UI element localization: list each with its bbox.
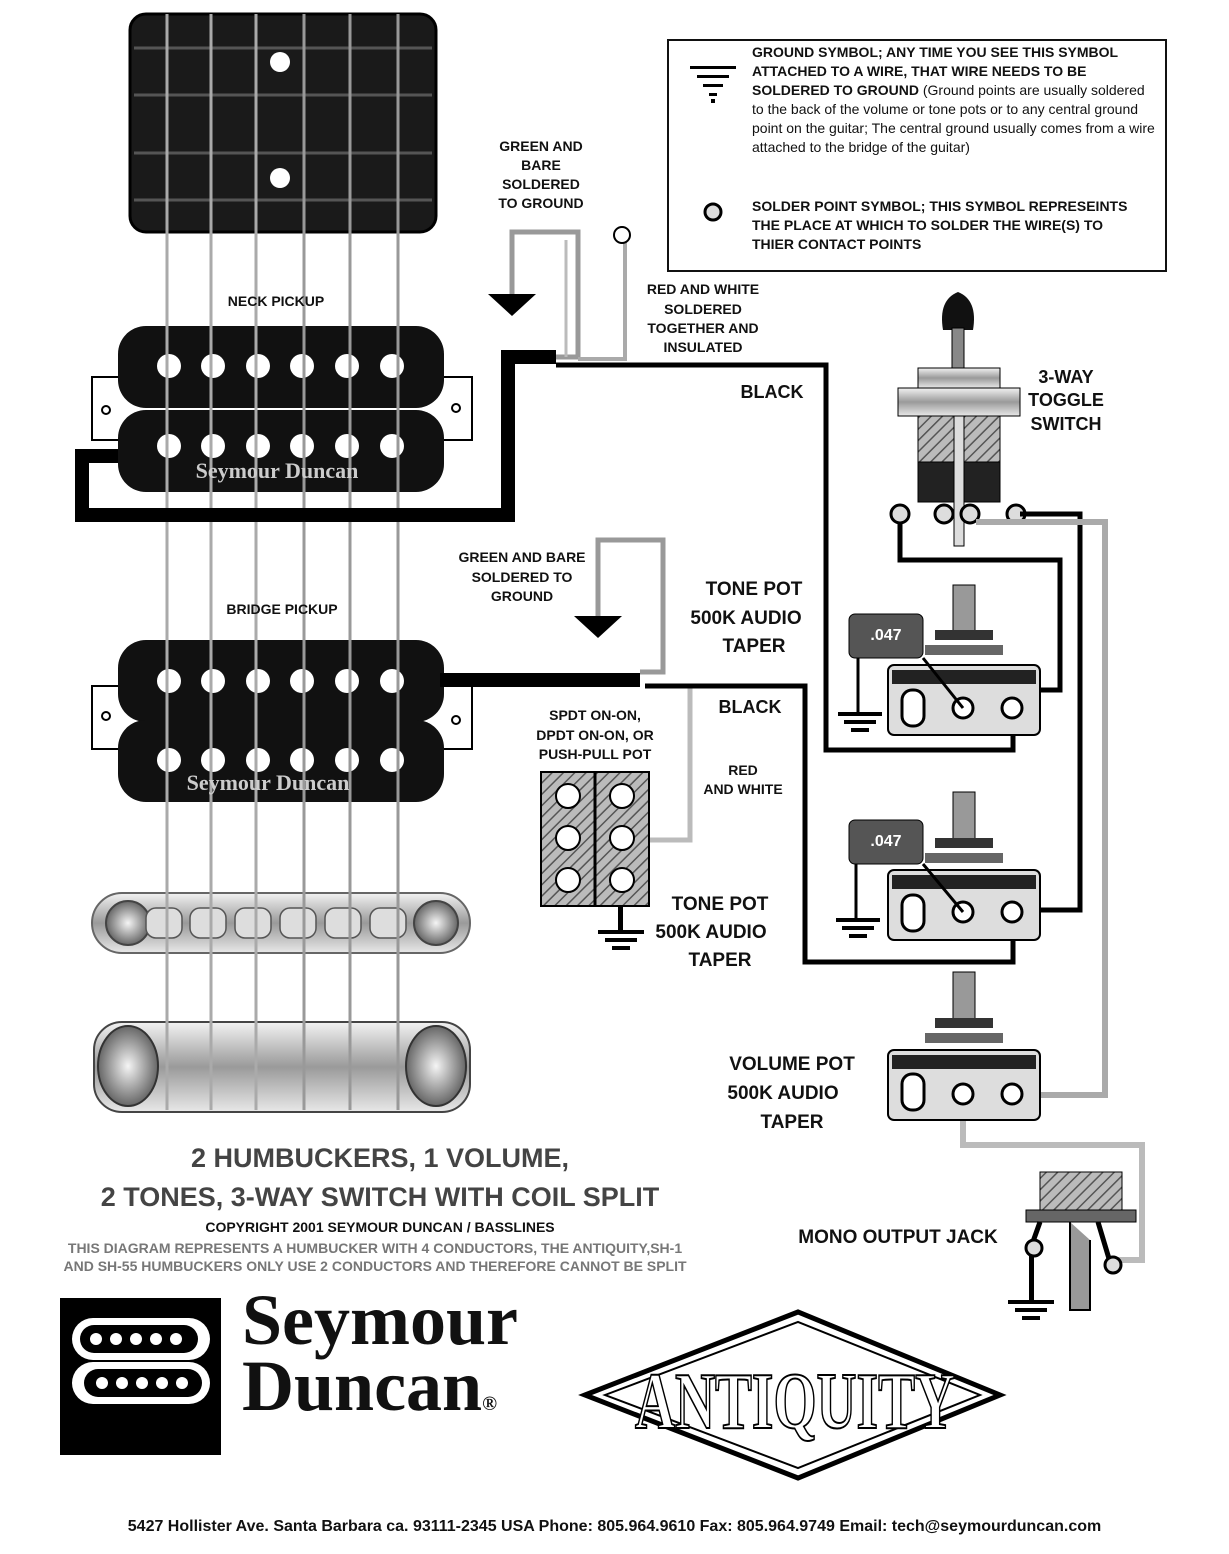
tune-o-matic-bridge	[91, 892, 471, 954]
legend-ground-title: GROUND SYMBOL; ANY TIME YOU SEE THIS SYM…	[752, 44, 1118, 98]
svg-text:TOGETHER AND: TOGETHER AND	[647, 320, 758, 336]
spdt-switch	[540, 771, 650, 907]
svg-text:GROUND: GROUND	[491, 588, 553, 604]
output-jack-label: MONO OUTPUT JACK	[798, 1227, 998, 1248]
capacitor-2-value: .047	[870, 833, 901, 850]
svg-text:GREEN AND: GREEN AND	[499, 138, 583, 154]
svg-text:TONE POT: TONE POT	[706, 579, 803, 600]
stop-tailpiece	[93, 1021, 471, 1113]
three-way-toggle	[889, 292, 1027, 547]
svg-text:AND WHITE: AND WHITE	[703, 781, 782, 797]
neck-humbucker	[91, 326, 473, 492]
svg-text:SOLDERED: SOLDERED	[664, 301, 742, 317]
brand-seymour: Seymour	[242, 1280, 518, 1360]
seymour-duncan-logo	[60, 1298, 221, 1455]
diagram-title-line2: 2 TONES, 3-WAY SWITCH WITH COIL SPLIT	[100, 1182, 660, 1212]
svg-text:SPDT ON-ON,: SPDT ON-ON,	[549, 707, 641, 723]
svg-text:TO GROUND: TO GROUND	[498, 195, 583, 211]
brand-duncan-text: Duncan	[242, 1346, 483, 1426]
neck-pickup-brand: Seymour Duncan	[196, 458, 359, 483]
legend-box	[667, 39, 1167, 272]
svg-text:500K AUDIO: 500K AUDIO	[655, 922, 766, 943]
svg-text:TAPER: TAPER	[761, 1112, 824, 1133]
red-white-label-1: RED AND WHITE SOLDERED TOGETHER AND INSU…	[647, 281, 759, 355]
svg-text:BARE: BARE	[521, 157, 561, 173]
legend-ground-icon	[690, 66, 736, 103]
svg-text:TAPER: TAPER	[723, 636, 786, 657]
tone-pot-1-label: TONE POT 500K AUDIO TAPER	[690, 579, 802, 657]
conductor-note-line1: THIS DIAGRAM REPRESENTS A HUMBUCKER WITH…	[67, 1240, 683, 1256]
antiquity-logo: ANTIQUITY	[578, 1309, 1007, 1481]
registered-mark: ®	[482, 1393, 498, 1415]
svg-text:TOGGLE: TOGGLE	[1028, 390, 1104, 410]
volume-pot	[887, 971, 1041, 1121]
diagram-title-line1: 2 HUMBUCKERS, 1 VOLUME,	[190, 1143, 570, 1173]
ground-symbol-jack	[1008, 1250, 1054, 1320]
tone-pot-2-label: TONE POT 500K AUDIO TAPER	[655, 894, 768, 971]
svg-text:GREEN AND BARE: GREEN AND BARE	[458, 549, 585, 565]
green-bare-label-1: GREEN AND BARE SOLDERED TO GROUND	[498, 138, 583, 211]
bridge-pickup-label: BRIDGE PICKUP	[226, 601, 337, 617]
black-wire-label-1: BLACK	[741, 382, 804, 402]
legend-ground-detail: (Ground points are usually soldered to t…	[752, 82, 1155, 155]
bridge-pickup-brand: Seymour Duncan	[187, 770, 350, 795]
svg-text:SOLDERED TO: SOLDERED TO	[472, 569, 573, 585]
toggle-label: 3-WAY TOGGLE SWITCH	[1028, 367, 1104, 434]
green-bare-label-2: GREEN AND BARE SOLDERED TO GROUND	[458, 549, 585, 604]
legend-solder-point-icon	[703, 202, 723, 222]
ground-symbol-tone2	[836, 918, 880, 938]
neck-pickup-label: NECK PICKUP	[228, 293, 324, 309]
tone-pot-2	[848, 791, 1041, 941]
svg-text:DPDT ON-ON, OR: DPDT ON-ON, OR	[536, 727, 653, 743]
svg-text:RED: RED	[728, 762, 758, 778]
capacitor-1-value: .047	[870, 627, 901, 644]
svg-text:TONE POT: TONE POT	[672, 894, 769, 915]
ground-symbols	[488, 294, 1054, 1320]
red-white-label-2: RED AND WHITE	[703, 762, 782, 797]
svg-text:SWITCH: SWITCH	[1031, 414, 1102, 434]
footer-contact: 5427 Hollister Ave. Santa Barbara ca. 93…	[127, 1518, 1102, 1535]
svg-text:VOLUME POT: VOLUME POT	[729, 1054, 855, 1075]
output-jack	[1024, 1171, 1137, 1311]
black-wire-label-2: BLACK	[719, 697, 782, 717]
svg-text:INSULATED: INSULATED	[663, 339, 742, 355]
bridge-pickup-cable	[440, 537, 1016, 965]
svg-text:RED AND WHITE: RED AND WHITE	[647, 281, 759, 297]
brand-duncan: Duncan®	[242, 1350, 497, 1440]
volume-pot-label: VOLUME POT 500K AUDIO TAPER	[727, 1054, 855, 1133]
svg-text:3-WAY: 3-WAY	[1038, 367, 1093, 387]
conductor-note-line2: AND SH-55 HUMBUCKERS ONLY USE 2 CONDUCTO…	[63, 1258, 687, 1274]
svg-text:TAPER: TAPER	[689, 950, 752, 971]
legend-ground-text: GROUND SYMBOL; ANY TIME YOU SEE THIS SYM…	[752, 43, 1160, 157]
svg-text:ANTIQUITY: ANTIQUITY	[635, 1358, 955, 1446]
legend-solder-text: SOLDER POINT SYMBOL; THIS SYMBOL REPRESE…	[752, 198, 1128, 252]
ground-symbol-tone1	[838, 712, 882, 732]
svg-text:500K AUDIO: 500K AUDIO	[727, 1083, 838, 1104]
svg-text:SOLDERED: SOLDERED	[502, 176, 580, 192]
tone-pot-1	[848, 584, 1041, 736]
spdt-label: SPDT ON-ON, DPDT ON-ON, OR PUSH-PULL POT	[536, 707, 653, 762]
copyright: COPYRIGHT 2001 SEYMOUR DUNCAN / BASSLINE…	[205, 1219, 555, 1235]
guitar-strings	[165, 14, 400, 1110]
svg-text:500K AUDIO: 500K AUDIO	[690, 608, 801, 629]
switch-wiring	[897, 511, 1145, 1263]
svg-text:PUSH-PULL POT: PUSH-PULL POT	[539, 746, 652, 762]
top-pickup-cover	[128, 12, 438, 234]
